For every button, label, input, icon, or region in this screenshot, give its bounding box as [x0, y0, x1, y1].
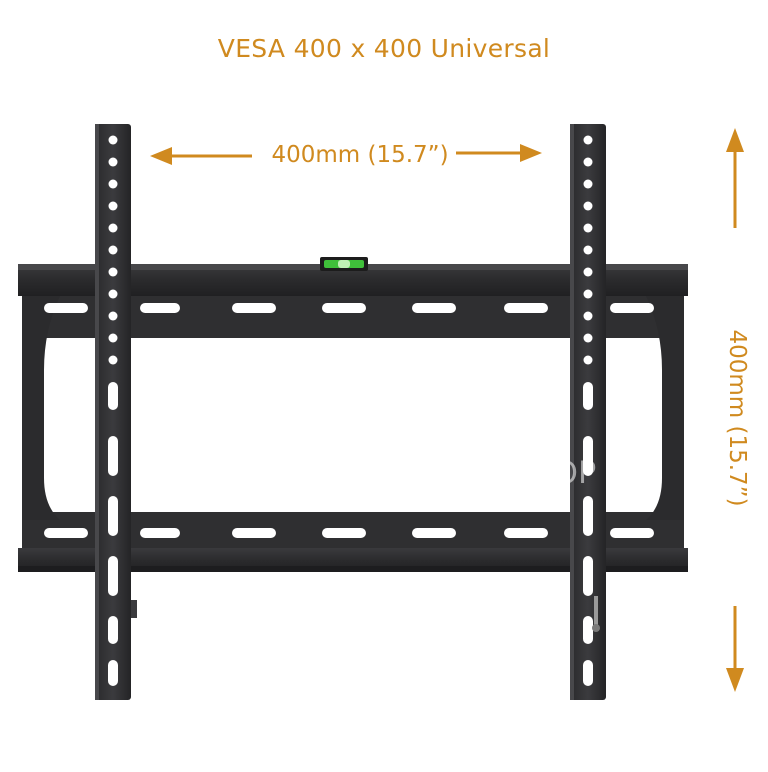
bottom-rail-slots — [44, 528, 654, 538]
watermark-posted: POSTED ON JIJI — [312, 426, 422, 442]
arrow-left-icon — [150, 147, 252, 165]
arrow-down-icon — [726, 606, 744, 692]
product-title: VESA 400 x 400 Universal — [217, 34, 551, 63]
top-rail-slots — [44, 303, 654, 313]
arrow-up-icon — [726, 128, 744, 228]
left-vertical-arm — [95, 124, 137, 700]
vertical-dimension-label: 400mm (15.7”) — [724, 329, 750, 507]
arrow-right-icon — [456, 144, 542, 162]
watermark-shop: M.A ADOM ELECTRONIC SHOP — [140, 456, 597, 491]
horizontal-dimension-label: 400mm (15.7”) — [271, 142, 449, 168]
wall-plate — [18, 264, 688, 572]
bubble-level-icon — [320, 257, 368, 271]
right-vertical-arm — [570, 124, 606, 700]
